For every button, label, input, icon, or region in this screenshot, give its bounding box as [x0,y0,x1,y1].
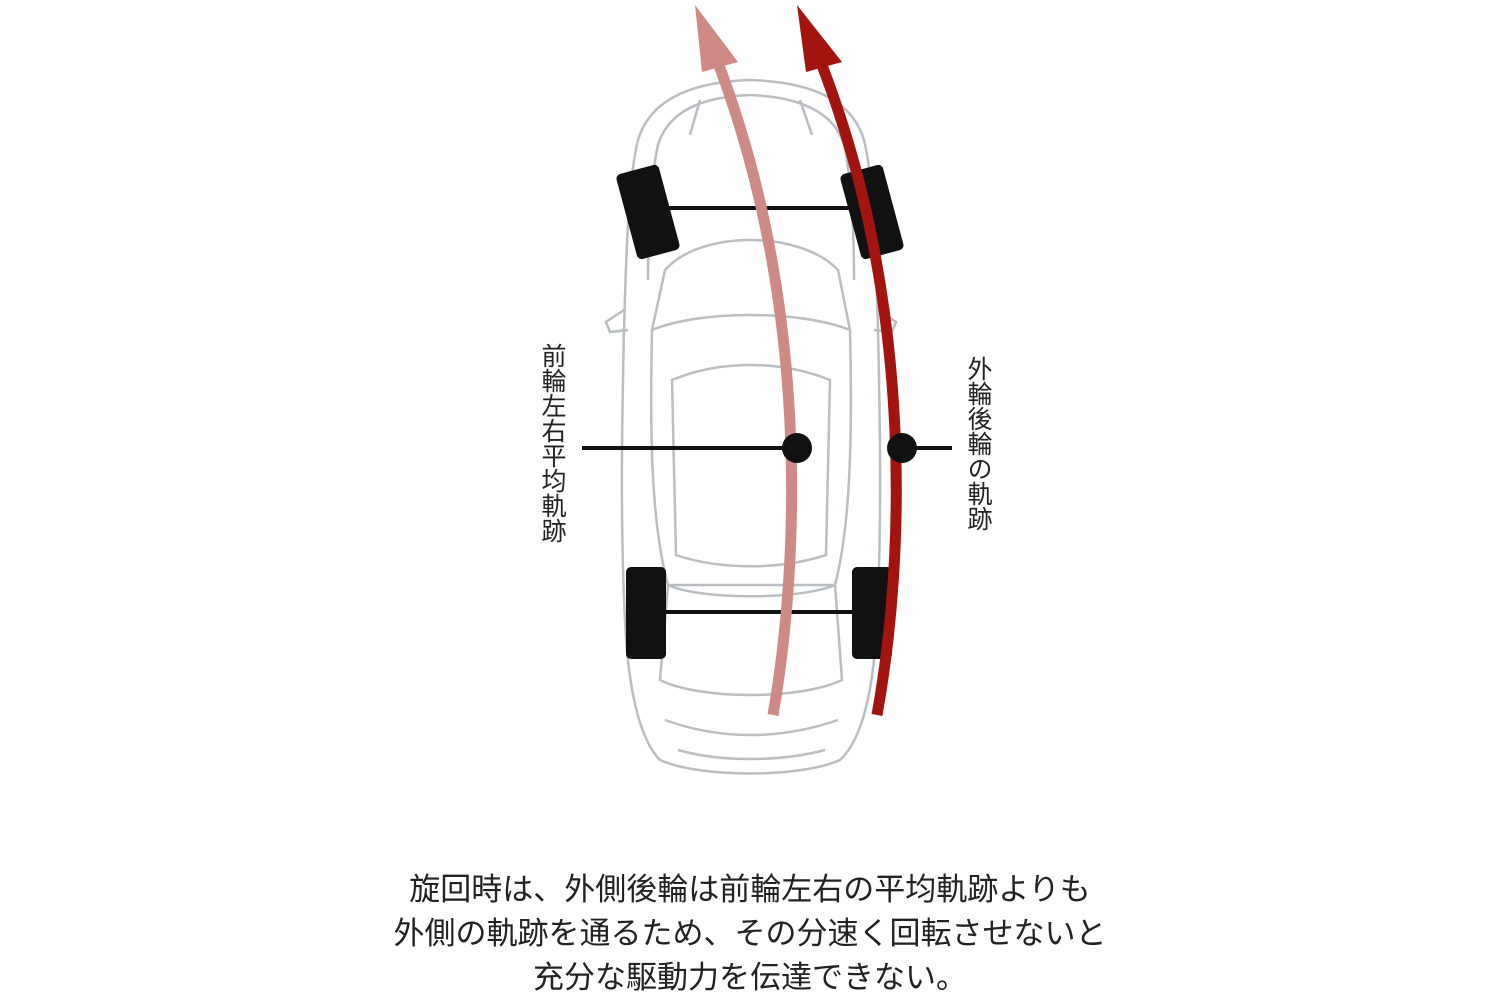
front-average-track-label: 前輪左右平均軌跡 [538,343,567,543]
wheels [616,164,904,659]
outer-rear-arrowhead [797,5,842,72]
wheel-rear-left [626,567,666,659]
wheel-rear-right [852,567,892,659]
front-average-track-line [709,53,798,716]
caption-line-3: 充分な駆動力を伝達できない。 [533,960,967,996]
caption-line-2: 外側の軌跡を通るため、その分速く回転させないと [393,916,1107,952]
front-average-point [782,433,812,463]
front-average-arrowhead [695,5,738,72]
wheel-front-left [616,164,680,260]
outer-rear-track-line [812,52,902,716]
outer-rear-track-label: 外輪後輪の軌跡 [964,356,993,531]
outer-rear-point [887,433,917,463]
caption-line-1: 旋回時は、外側後輪は前輪左右の平均軌跡よりも [409,872,1091,908]
caption: 旋回時は、外側後輪は前輪左右の平均軌跡よりも 外側の軌跡を通るため、その分速く回… [0,868,1500,1000]
